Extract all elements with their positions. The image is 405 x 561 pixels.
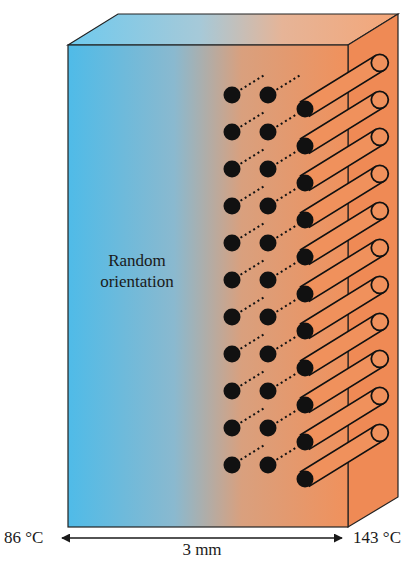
front-face	[68, 45, 348, 527]
molecule-rod	[297, 286, 314, 303]
molecule-rod	[371, 276, 388, 293]
molecule-rod	[260, 87, 277, 104]
molecule-rod	[260, 309, 277, 326]
molecule-rod	[224, 346, 241, 363]
molecule-rod	[224, 124, 241, 141]
molecule-rod	[224, 198, 241, 215]
molecule-rod	[260, 198, 277, 215]
temperature-label: 86 °C	[4, 528, 43, 548]
molecule-rod	[224, 420, 241, 437]
molecule-rod	[371, 91, 388, 108]
molecule-rod	[260, 346, 277, 363]
temperature-label: 143 °C	[353, 528, 401, 548]
molecule-rod	[260, 383, 277, 400]
molecule-rod	[297, 434, 314, 451]
molecule-rod	[297, 101, 314, 118]
molecule-rod	[297, 138, 314, 155]
molecule-rod	[224, 309, 241, 326]
region-label: Random orientation	[72, 250, 202, 292]
molecule-rod	[297, 249, 314, 266]
molecule-rod	[371, 54, 388, 71]
dimension-arrow	[62, 537, 342, 538]
molecule-rod	[297, 212, 314, 229]
molecule-rod	[371, 424, 388, 441]
molecule-rod	[371, 128, 388, 145]
molecule-rod	[224, 161, 241, 178]
molecule-rod	[224, 272, 241, 289]
molecule-rod	[260, 457, 277, 474]
molecule-rod	[297, 360, 314, 377]
dimension-label: 3 mm	[182, 540, 221, 560]
molecule-rod	[260, 272, 277, 289]
top-face	[68, 14, 398, 45]
molecule-rod	[297, 397, 314, 414]
molecule-rod	[297, 471, 314, 488]
molecule-rod	[260, 235, 277, 252]
molecule-rod	[371, 239, 388, 256]
molecule-rod	[224, 87, 241, 104]
molecule-rod	[224, 235, 241, 252]
molecule-rod	[260, 161, 277, 178]
molecule-rod	[371, 165, 388, 182]
aligned-molecules	[224, 54, 389, 487]
molecule-rod	[224, 457, 241, 474]
molecule-rod	[371, 350, 388, 367]
slab-region: Random orientation	[72, 250, 202, 292]
molecule-rod	[260, 124, 277, 141]
molecule-rod	[371, 387, 388, 404]
molecule-rod	[224, 383, 241, 400]
molecule-rod	[371, 313, 388, 330]
molecule-rod	[260, 420, 277, 437]
molecule-rod	[371, 202, 388, 219]
molecule-rod	[297, 323, 314, 340]
molecule-rod	[297, 175, 314, 192]
